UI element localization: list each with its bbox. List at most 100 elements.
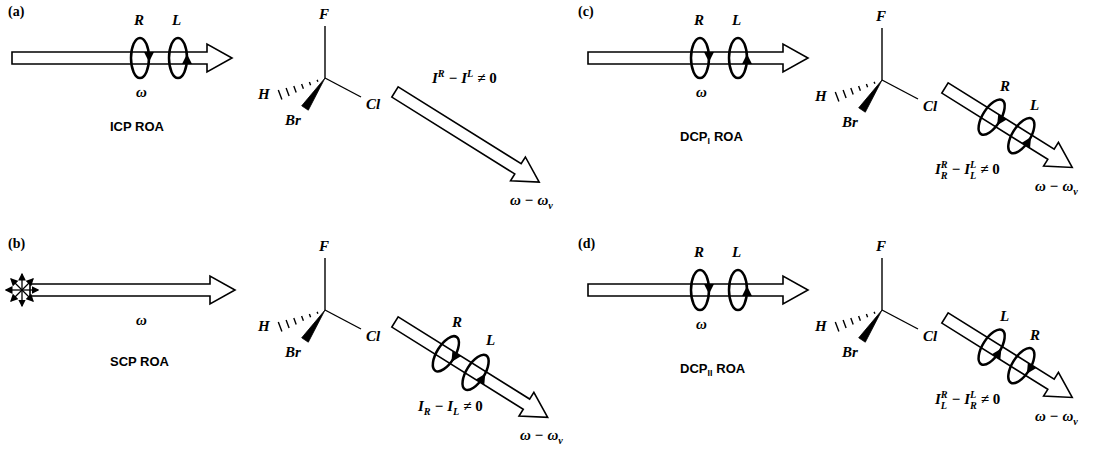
label-text: R [1030, 327, 1040, 343]
polarization-label: R [452, 314, 462, 331]
atom-label: H [815, 88, 827, 105]
label-text: Cl [366, 96, 380, 112]
label-text: ≠ 0 [981, 391, 1000, 407]
polarization-label: L [732, 12, 741, 29]
atom-label: F [319, 6, 329, 23]
panel-letter: (a) [8, 4, 24, 20]
label-text: H [258, 86, 270, 102]
label-text: ≠ 0 [980, 161, 999, 177]
label-text: L [1030, 97, 1039, 113]
label-text: L [172, 12, 181, 28]
script-stack: RR [941, 160, 948, 181]
label-text: I [964, 391, 970, 407]
label-text: H [815, 88, 827, 104]
label-text: F [876, 8, 886, 24]
intensity-formula: IRL−ILR≠ 0 [935, 390, 1004, 411]
label-text: I [964, 161, 970, 177]
polarization-label: R [134, 12, 144, 29]
panel-title: DCPIIROA [680, 362, 745, 378]
label-text: R [970, 401, 977, 412]
label-text: F [319, 238, 329, 254]
polarization-label: R [1030, 327, 1040, 344]
label-text: v [548, 200, 553, 211]
atom-label: H [258, 318, 270, 335]
intensity-formula: IR−IL≠ 0 [418, 398, 487, 417]
label-text: R [424, 406, 431, 417]
label-text: v [558, 435, 563, 446]
panel-title: DCPIROA [680, 130, 743, 146]
label-text: SCP ROA [110, 354, 169, 369]
atom-label: F [876, 238, 886, 255]
label-text: v [1073, 186, 1078, 197]
frequency-label: ω [696, 316, 707, 333]
label-text: I [461, 70, 467, 86]
label-text: Br [842, 344, 858, 360]
frequency-label: ω − ωv [1035, 178, 1078, 197]
polarization-label: L [1000, 308, 1009, 325]
label-text: L [970, 160, 976, 171]
label-text: R [452, 314, 462, 330]
label-text: Br [285, 344, 301, 360]
atom-label: Cl [366, 96, 380, 113]
label-text: I [432, 70, 438, 86]
frequency-label: ω − ωv [1035, 408, 1078, 427]
polarization-label: L [172, 12, 181, 29]
polarization-label: R [694, 244, 704, 261]
script-stack: LL [970, 160, 976, 181]
polarization-label: L [732, 244, 741, 261]
label-text: I [447, 398, 453, 414]
label-text: ω − ω [520, 427, 558, 443]
label-text: Cl [366, 328, 380, 344]
label-text: H [815, 318, 827, 334]
frequency-label: ω [696, 84, 707, 101]
frequency-label: ω − ωv [510, 192, 553, 211]
label-text: DCP [680, 361, 707, 376]
frequency-label: ω [136, 312, 147, 329]
label-text: Br [842, 114, 858, 130]
atom-label: Br [842, 114, 858, 131]
polarization-label: R [1000, 78, 1010, 95]
atom-label: Br [285, 112, 301, 129]
label-text: F [319, 6, 329, 22]
label-text: ω − ω [510, 192, 548, 208]
label-text: − [449, 70, 458, 86]
label-text: Cl [923, 98, 937, 114]
frequency-label: ω [136, 84, 147, 101]
label-text: I [935, 161, 941, 177]
label-text: (b) [8, 236, 25, 251]
label-text: ω − ω [1035, 408, 1073, 424]
label-text: R [694, 12, 704, 28]
label-text: R [941, 390, 948, 401]
script-stack: LR [970, 390, 977, 411]
intensity-formula: IR−IL≠ 0 [432, 68, 501, 87]
label-text: L [732, 12, 741, 28]
atom-label: Cl [366, 328, 380, 345]
atom-label: F [876, 8, 886, 25]
label-text: Cl [923, 328, 937, 344]
label-text: R [438, 68, 445, 79]
atom-label: Br [285, 344, 301, 361]
atom-label: F [319, 238, 329, 255]
label-text: L [941, 401, 948, 412]
script-stack: RL [941, 390, 948, 411]
atom-label: Cl [923, 328, 937, 345]
label-text: I [707, 136, 709, 146]
label-text: ≠ 0 [477, 70, 496, 86]
label-text: ROA [714, 129, 743, 144]
label-text: I [935, 391, 941, 407]
atom-label: Cl [923, 98, 937, 115]
polarization-label: R [694, 12, 704, 29]
panel-letter: (c) [578, 4, 594, 20]
label-text: R [694, 244, 704, 260]
atom-label: H [815, 318, 827, 335]
label-text: (d) [578, 236, 595, 251]
label-text: R [134, 12, 144, 28]
panel-letter: (b) [8, 236, 25, 252]
label-text: R [941, 171, 948, 182]
label-text: F [876, 238, 886, 254]
intensity-formula: IRR−ILL≠ 0 [935, 160, 1004, 181]
label-text: L [1000, 308, 1009, 324]
label-text: R [941, 160, 948, 171]
